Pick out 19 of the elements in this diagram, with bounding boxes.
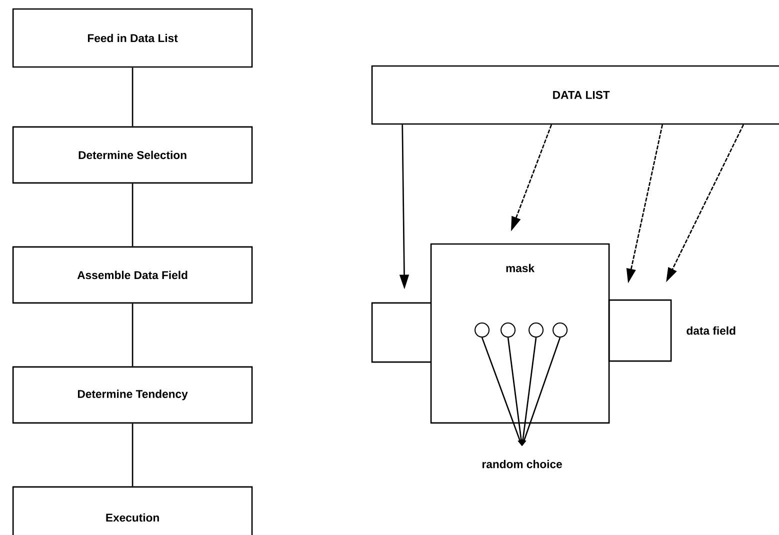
process-box: Execution [12,486,253,535]
connector-line [132,68,134,126]
circle [552,322,568,338]
data-list-box: DATA LIST [371,65,779,125]
process-box: Determine Selection [12,126,253,184]
data-field-box: data field [608,299,736,362]
mask-box: mask [430,243,610,424]
connector-line [132,184,134,246]
circle [474,322,490,338]
data-field-box [371,302,431,363]
connector-line [132,304,134,366]
node-label: data field [686,326,736,335]
process-box: Feed in Data List [12,8,253,68]
connector-line [132,424,134,486]
process-box: Determine Tendency [12,366,253,424]
circle [500,322,516,338]
process-box: Assemble Data Field [12,246,253,304]
circle [528,322,544,338]
random-choice-label: random choice [482,460,562,468]
